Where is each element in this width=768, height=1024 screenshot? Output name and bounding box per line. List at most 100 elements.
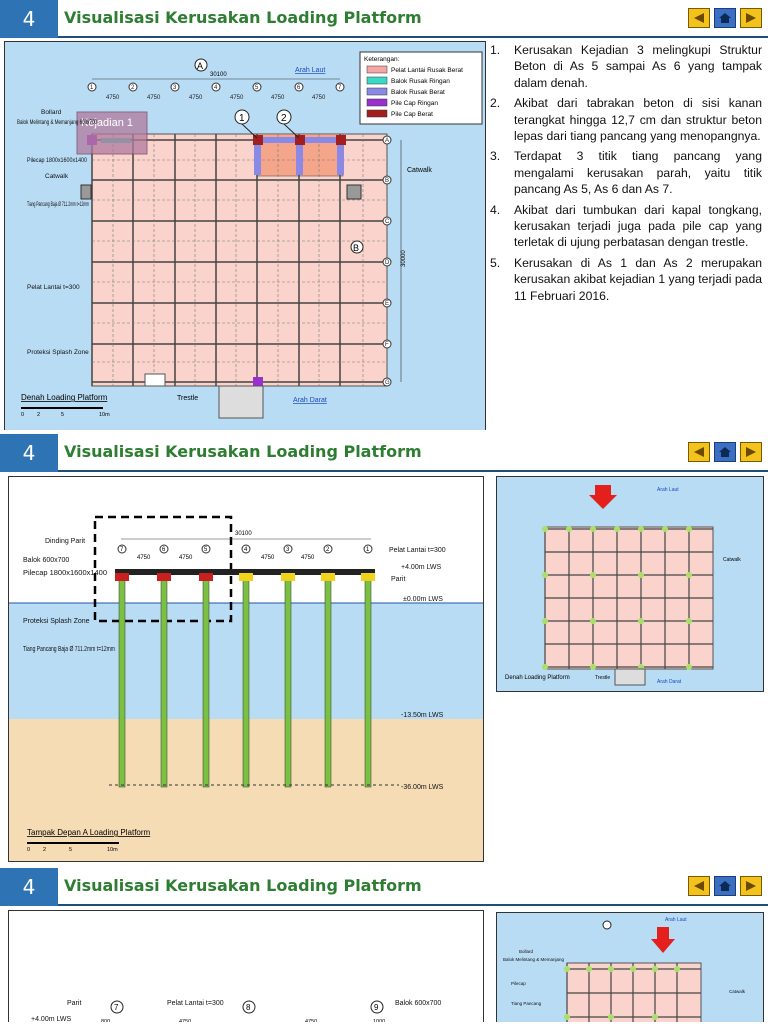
scale-0: 0 xyxy=(21,412,24,418)
nav-buttons xyxy=(688,442,762,462)
arah-laut: Arah Laut xyxy=(295,67,325,74)
legend-title: Keterangan: xyxy=(364,56,400,63)
elev2-dim-1000: 1000 xyxy=(373,1019,385,1024)
slide-number: 4 xyxy=(0,0,58,38)
pilecap-label: Pilecap 1800x1600x1400 xyxy=(27,157,87,164)
elev2-pelat: Pelat Lantai t=300 xyxy=(167,1000,224,1007)
next-button[interactable] xyxy=(740,8,762,28)
axis-a: A xyxy=(385,138,389,144)
thumb2-tiang: Tiang Pancang xyxy=(511,1001,542,1006)
elev2-dim-4750a: 4750 xyxy=(179,1019,191,1024)
home-button[interactable] xyxy=(714,442,736,462)
thumb-arah-darat: Arah Darat xyxy=(657,679,682,685)
slide-header: 4 Visualisasi Kerusakan Loading Platform xyxy=(0,0,768,38)
elev-dim-bay-1: 4750 xyxy=(137,555,151,561)
scale-5: 5 xyxy=(61,412,64,418)
slide-3: 4 Visualisasi Kerusakan Loading Platform… xyxy=(0,868,768,1024)
thumb-denah: Denah Loading Platform xyxy=(505,675,570,681)
nav-buttons xyxy=(688,8,762,28)
thumb2-balok: Balok Melintang & Memanjang xyxy=(503,957,565,962)
scale-2: 2 xyxy=(37,412,40,418)
legend-item-1: Balok Rusak Ringan xyxy=(391,78,450,85)
pilecap-elev-label: Pilecap 1800x1600x1400 xyxy=(23,570,107,577)
dim-bay-4: 4750 xyxy=(230,95,244,101)
triangle-left-icon xyxy=(694,13,704,23)
axis-c: C xyxy=(385,219,390,225)
prev-button[interactable] xyxy=(688,876,710,896)
slide-title: Visualisasi Kerusakan Loading Platform xyxy=(64,442,422,461)
home-button[interactable] xyxy=(714,876,736,896)
list-item: 2.Akibat dari tabrakan beton di sisi kan… xyxy=(490,96,762,144)
lws-zero-label: ±0.00m LWS xyxy=(403,596,443,603)
legend-item-3: Pile Cap Ringan xyxy=(391,100,438,107)
elev-dim-bay-3: 4750 xyxy=(261,555,275,561)
elev-axis-4: 4 xyxy=(244,547,248,553)
elev-dim-bay-2: 4750 xyxy=(179,555,193,561)
home-icon xyxy=(719,447,731,457)
dim-bay-3: 4750 xyxy=(189,95,203,101)
elev-axis-1: 1 xyxy=(366,547,370,553)
axis-g: G xyxy=(385,380,390,386)
view-direction-arrow xyxy=(589,485,617,509)
prev-button[interactable] xyxy=(688,8,710,28)
elev2-dim-4750b: 4750 xyxy=(305,1019,317,1024)
axis-6: 6 xyxy=(297,85,301,91)
thumb-arah-laut: Arah Laut xyxy=(657,487,679,493)
legend-item-4: Pile Cap Berat xyxy=(391,111,433,118)
elev2-axis-7: 7 xyxy=(114,1003,119,1012)
dim-vertical: 30000 xyxy=(401,250,407,267)
axis-4: 4 xyxy=(214,85,218,91)
bollard-label: Bollard xyxy=(41,109,62,116)
axis-d: D xyxy=(385,260,390,266)
tiang-label: Tiang Pancang Baja Ø 711.2mm t=12mm xyxy=(27,201,89,208)
elev-scale-2: 2 xyxy=(43,847,46,853)
prev-button[interactable] xyxy=(688,442,710,462)
elev2-lws: +4.00m LWS xyxy=(31,1016,71,1023)
elevation-caption: Tampak Depan A Loading Platform xyxy=(27,828,151,837)
elev-axis-7: 7 xyxy=(120,547,124,553)
elev-axis-5: 5 xyxy=(204,547,208,553)
slide-2: 4 Visualisasi Kerusakan Loading Platform xyxy=(0,434,768,866)
plan-thumbnail-2: Arah Laut Bollard Balok Melintang & Mema… xyxy=(496,912,764,1022)
axis-7: 7 xyxy=(338,85,342,91)
elev-scale-5: 5 xyxy=(69,847,72,853)
axis-2: 2 xyxy=(131,85,135,91)
slide-header: 4 Visualisasi Kerusakan Loading Platform xyxy=(0,434,768,472)
thumb2-catwalk: Catwalk xyxy=(729,989,746,994)
elev-dim-bay-4: 4750 xyxy=(301,555,315,561)
triangle-left-icon xyxy=(694,881,704,891)
thumb2-pilecap: Pilecap xyxy=(511,981,526,986)
home-button[interactable] xyxy=(714,8,736,28)
legend-item-2: Balok Rusak Berat xyxy=(391,89,445,96)
pelat-label: Pelat Lantai t=300 xyxy=(27,284,80,291)
axis-f: F xyxy=(385,342,389,348)
arah-darat: Arah Darat xyxy=(293,397,327,404)
compass-b: B xyxy=(353,243,359,253)
elevation-drawing-2: Parit Pelat Lantai t=300 Balok 600x700 +… xyxy=(8,910,484,1024)
slide-1: 4 Visualisasi Kerusakan Loading Platform xyxy=(0,0,768,432)
axis-e: E xyxy=(385,301,389,307)
next-button[interactable] xyxy=(740,442,762,462)
home-icon xyxy=(719,881,731,891)
compass-a: A xyxy=(197,61,203,71)
thumb-catwalk: Catwalk xyxy=(723,557,741,563)
thumb2-arah-laut: Arah Laut xyxy=(665,917,687,923)
lws-bottom-label: -36.00m LWS xyxy=(401,784,444,791)
slide-title: Visualisasi Kerusakan Loading Platform xyxy=(64,8,422,27)
elev2-dim-800: 800 xyxy=(101,1019,110,1024)
elev-axis-2: 2 xyxy=(326,547,330,553)
balok-elev-label: Balok 600x700 xyxy=(23,557,69,564)
elev2-axis-8: 8 xyxy=(246,1003,251,1012)
trestle-label: Trestle xyxy=(177,395,198,402)
dim-total: 30100 xyxy=(210,72,227,78)
marker-1: 1 xyxy=(239,113,245,124)
slide-title: Visualisasi Kerusakan Loading Platform xyxy=(64,876,422,895)
slide-number: 4 xyxy=(0,868,58,906)
dim-bay-5: 4750 xyxy=(271,95,285,101)
pelat-elev-label: Pelat Lantai t=300 xyxy=(389,547,446,554)
damage-points-list: 1.Kerusakan Kejadian 3 melingkupi Strukt… xyxy=(490,42,762,308)
slide-number: 4 xyxy=(0,434,58,472)
next-button[interactable] xyxy=(740,876,762,896)
elev-dim-total: 30100 xyxy=(235,531,252,537)
proteksi-elev-label: Proteksi Splash Zone xyxy=(23,618,90,625)
